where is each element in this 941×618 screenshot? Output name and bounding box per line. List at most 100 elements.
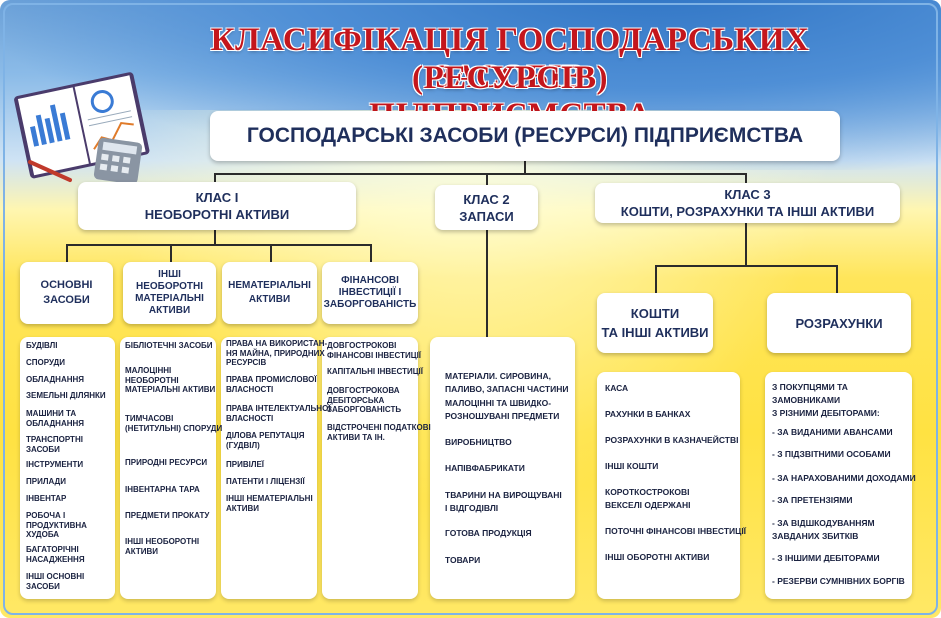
list-cash [597,372,740,599]
connector [66,244,68,262]
subgroup-label: ФІНАНСОВІ [341,275,399,286]
subgroup-financial: ФІНАНСОВІ ІНВЕСТИЦІЇ І ЗАБОРГОВАНІСТЬ [322,262,418,324]
list-item: ІНШІ КОШТИ [605,461,659,471]
subgroup-label: ІНШІ [158,269,181,280]
subgroup-label: МАТЕРІАЛЬНІ [135,293,204,304]
subgroup-label: ЗАСОБИ [43,294,90,306]
subgroup-label: РОЗРАХУНКИ [795,315,883,331]
subgroup-fixed-assets: ОСНОВНІ ЗАСОБИ [20,262,113,324]
list-item: - ЗА ПРЕТЕНЗІЯМИ [772,495,853,505]
connector [370,244,372,262]
list-item: ТОВАРИ [445,555,481,565]
class1-box: КЛАС І НЕОБОРОТНІ АКТИВИ [78,182,356,230]
list-item: РАХУНКИ В БАНКАХ [605,409,691,419]
connector [836,265,838,293]
class2-number: КЛАС 2 [463,191,510,207]
list-financial [322,337,418,599]
subgroup-label: НЕОБОРОТНІ [135,281,204,292]
class1-number: КЛАС І [195,190,239,205]
list-item: МАТЕРІАЛИ. СИРОВИНА,ПАЛИВО, ЗАПАСНІ ЧАСТ… [445,371,569,394]
class3-name: КОШТИ, РОЗРАХУНКИ ТА ІНШІ АКТИВИ [620,204,875,219]
subgroup-label: КОШТИ [630,306,680,321]
class1-name: НЕОБОРОТНІ АКТИВИ [144,207,290,222]
connector [486,230,488,338]
class2-name: ЗАПАСИ [459,208,514,224]
list-item: ІНВЕНТАР [26,494,67,503]
list-item: - З ІНШИМИ ДЕБІТОРАМИ [772,553,880,563]
connector [486,173,488,185]
subgroup-label: НЕМАТЕРІАЛЬНІ [228,280,311,291]
list-item: ПРИВІЛЕЇ [226,460,264,469]
list-item: КАСА [605,383,629,393]
subgroup-label: ТА ІНШІ АКТИВИ [601,325,709,340]
list-item: БУДІВЛІ [26,341,58,350]
list-item: ПАТЕНТИ І ЛІЦЕНЗІЇ [226,477,305,486]
connector [214,173,216,182]
subgroup-intangible: НЕМАТЕРІАЛЬНІ АКТИВИ [222,262,317,324]
list-item: ІНВЕНТАРНА ТАРА [125,485,200,494]
connector [745,173,747,183]
list-item: ПРИЛАДИ [26,477,66,486]
list-item: БІБЛІОТЕЧНІ ЗАСОБИ [125,341,213,350]
list-item: РОЗРАХУНКИ В КАЗНАЧЕЙСТВІ [605,435,739,445]
list-item: - ЗА ВИДАНИМИ АВАНСАМИ [772,427,893,437]
list-item: ЗЕМЕЛЬНІ ДІЛЯНКИ [26,391,106,400]
list-intangible [221,337,317,599]
root-box: ГОСПОДАРСЬКІ ЗАСОБИ (РЕСУРСИ) ПІДПРИЄМСТ… [210,111,840,161]
connector [214,230,216,245]
subgroup-settlements: РОЗРАХУНКИ [767,293,911,353]
list-item: ПРЕДМЕТИ ПРОКАТУ [125,511,210,520]
connector [66,244,372,246]
subgroup-label: АКТИВИ [148,305,191,316]
connector [270,244,272,262]
subgroup-label: ЗАБОРГОВАНІСТЬ [323,299,417,310]
connector [524,161,526,174]
class2-box: КЛАС 2 ЗАПАСИ [435,185,538,230]
list-item: ГОТОВА ПРОДУКЦІЯ [445,528,532,538]
list-item: КАПІТАЛЬНІ ІНВЕСТИЦІЇ [327,367,423,376]
list-fixed-assets [20,337,115,599]
list-item: - ЗА НАРАХОВАНИМИ ДОХОДАМИ [772,473,916,483]
list-item: ІНШІ ОБОРОТНІ АКТИВИ [605,552,710,562]
connector [170,244,172,262]
notebook-calculator-illustration [14,72,150,185]
list-item: ТИМЧАСОВІ(НЕТИТУЛЬНІ) СПОРУДИ [125,414,223,433]
class3-number: КЛАС 3 [724,187,771,202]
list-item: ІНСТРУМЕНТИ [26,460,84,469]
subgroup-label: ОСНОВНІ [40,279,93,291]
list-other-noncurrent [120,337,216,599]
list-item: - РЕЗЕРВИ СУМНІВНИХ БОРГІВ [772,576,905,586]
list-settlements [765,372,912,599]
title-line-1: КЛАСИФІКАЦІЯ ГОСПОДАРСЬКИХ ЗАСОБІВ [210,22,810,95]
list-item: НАПІВФАБРИКАТИ [445,463,525,473]
list-item: МАЛОЦІННІ ТА ШВИДКО-РОЗНОШУВАНІ ПРЕДМЕТИ [445,398,560,421]
subgroup-label: АКТИВИ [248,294,291,305]
connector [214,173,746,175]
connector [655,265,837,267]
list-item: ОБЛАДНАННЯ [26,375,85,384]
connector [745,223,747,266]
list-item: ПРИРОДНІ РЕСУРСИ [125,458,208,467]
list-item: ВИРОБНИЦТВО [445,437,512,447]
list-item: ПОТОЧНІ ФІНАНСОВІ ІНВЕСТИЦІЇ [605,526,747,536]
root-label: ГОСПОДАРСЬКІ ЗАСОБИ (РЕСУРСИ) ПІДПРИЄМСТ… [246,124,804,147]
